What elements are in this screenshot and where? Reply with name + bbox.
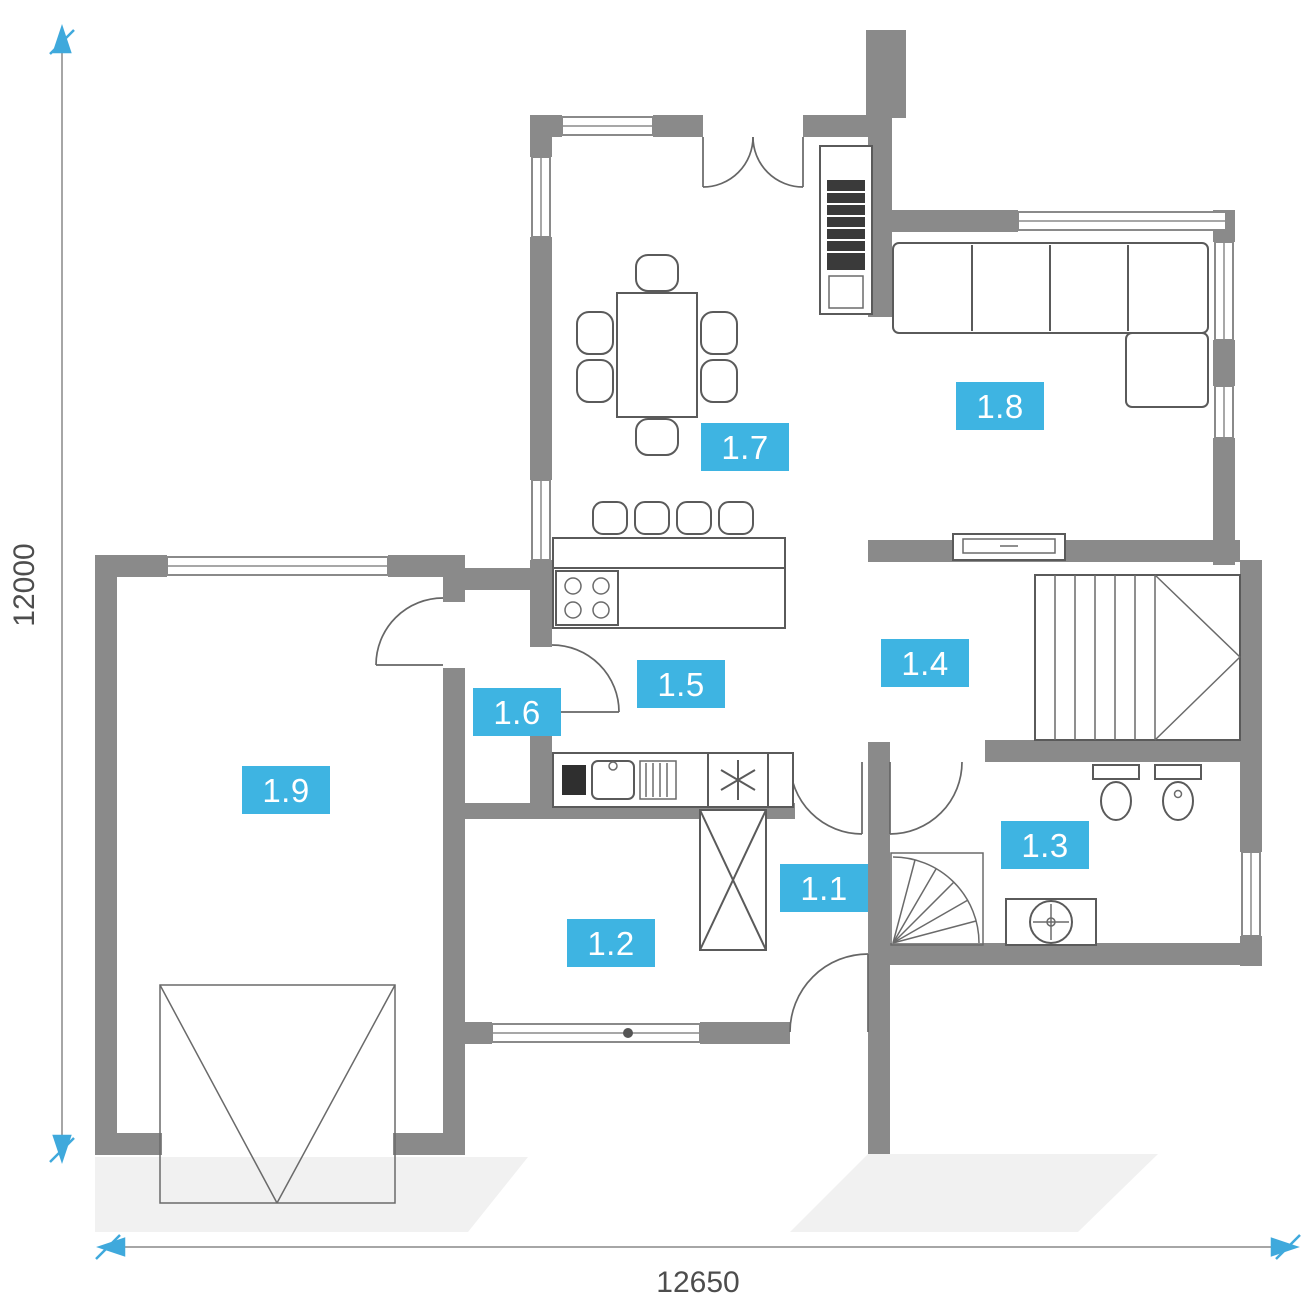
staircase bbox=[1034, 574, 1241, 741]
cooktop bbox=[555, 570, 619, 626]
bar-stool bbox=[634, 501, 670, 535]
window bbox=[166, 556, 389, 576]
winder-stairs bbox=[890, 852, 984, 946]
window bbox=[1214, 241, 1234, 341]
fireplace bbox=[819, 145, 873, 315]
bar-counter bbox=[552, 537, 786, 569]
bar-stool bbox=[676, 501, 712, 535]
door-arc bbox=[551, 644, 620, 713]
room-label-1-6: 1.6 bbox=[473, 688, 561, 736]
bidet bbox=[1154, 764, 1202, 821]
dimension-vertical: 12000 bbox=[8, 24, 75, 1164]
sink bbox=[591, 760, 677, 800]
door-arc bbox=[375, 597, 444, 666]
cross-circle-icon bbox=[1046, 917, 1056, 927]
washbasin bbox=[1005, 898, 1097, 946]
door-arc bbox=[889, 761, 963, 835]
window bbox=[1241, 851, 1261, 937]
room-label-1-1: 1.1 bbox=[780, 864, 868, 912]
window bbox=[561, 116, 654, 136]
windows bbox=[166, 116, 1261, 1043]
tv bbox=[952, 533, 1066, 561]
window bbox=[531, 479, 551, 561]
window bbox=[531, 156, 551, 238]
window bbox=[1017, 211, 1227, 231]
kitchen-island bbox=[552, 501, 786, 629]
dimension-width-text: 12650 bbox=[656, 1266, 739, 1299]
dining-chair bbox=[700, 311, 738, 355]
dining-table bbox=[616, 292, 698, 418]
doors bbox=[375, 136, 963, 1033]
dining-set bbox=[576, 254, 738, 456]
door-pivot-dot bbox=[623, 1028, 633, 1038]
room-label-1-9: 1.9 bbox=[242, 766, 330, 814]
window bbox=[1214, 385, 1234, 439]
room-label-1-4: 1.4 bbox=[881, 639, 969, 687]
dining-chair bbox=[576, 359, 614, 403]
dining-chair bbox=[700, 359, 738, 403]
dining-chair bbox=[635, 254, 679, 292]
dimension-horizontal: 12650 bbox=[95, 1234, 1301, 1299]
sofa bbox=[892, 242, 1209, 408]
sink-counter bbox=[552, 752, 794, 808]
bathroom bbox=[890, 764, 1202, 946]
room-label-1-2: 1.2 bbox=[567, 919, 655, 967]
exterior-shading bbox=[95, 1154, 1158, 1232]
dimension-height-text: 12000 bbox=[8, 543, 41, 626]
wardrobe bbox=[699, 809, 767, 951]
room-label-1-3: 1.3 bbox=[1001, 821, 1089, 869]
walls bbox=[95, 30, 1262, 1155]
door-arc bbox=[789, 761, 863, 835]
window bbox=[491, 1023, 701, 1043]
entry-double-door bbox=[702, 136, 804, 188]
garage-door bbox=[159, 984, 396, 1204]
sink-cabinet bbox=[562, 765, 586, 795]
door-arc bbox=[789, 953, 869, 1033]
bar-stool bbox=[718, 501, 754, 535]
dining-chair bbox=[576, 311, 614, 355]
toilet bbox=[1092, 764, 1140, 821]
fridge-snowflake-icon bbox=[707, 752, 769, 808]
room-label-1-8: 1.8 bbox=[956, 382, 1044, 430]
room-label-1-5: 1.5 bbox=[637, 660, 725, 708]
bar-stool bbox=[592, 501, 628, 535]
dining-chair bbox=[635, 418, 679, 456]
room-label-1-7: 1.7 bbox=[701, 423, 789, 471]
